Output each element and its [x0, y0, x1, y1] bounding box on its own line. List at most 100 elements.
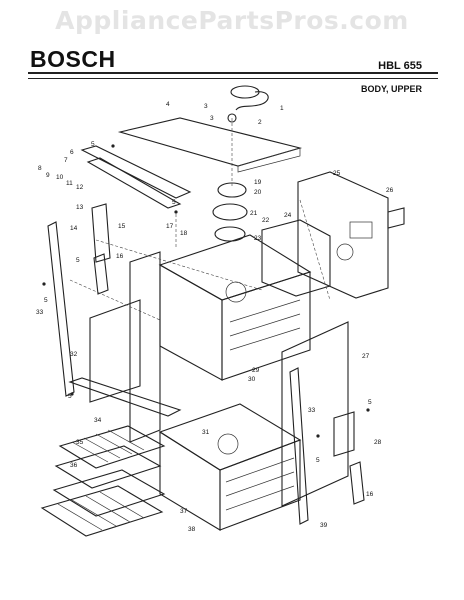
- oven-rack-35: [54, 445, 162, 489]
- side-bracket: [333, 411, 355, 457]
- callout-29: 29: [252, 367, 260, 374]
- callout-5f: 5: [368, 399, 372, 406]
- fitting-nut: [227, 113, 237, 123]
- callout-3b: 3: [210, 115, 214, 122]
- burner-ring: [214, 226, 246, 242]
- bottom-trim-bar: [68, 377, 182, 417]
- model-number: HBL 655: [378, 60, 422, 72]
- lower-rack-3: [225, 485, 295, 511]
- callout-9: 9: [46, 172, 50, 179]
- lower-rack-1: [225, 457, 295, 483]
- lower-rack-2: [225, 471, 295, 497]
- rack-wires: [57, 429, 145, 531]
- bracket: [387, 207, 405, 229]
- left-side-panel: [129, 251, 161, 443]
- callout-1: 1: [280, 105, 284, 112]
- lower-burner-outline: [217, 433, 239, 455]
- broil-pan-37: [52, 469, 166, 517]
- callout-30: 30: [248, 376, 256, 383]
- callout-5d: 5: [44, 297, 48, 304]
- callout-33b: 33: [308, 407, 316, 414]
- lower-cavity-side: [219, 439, 301, 531]
- rear-panel: [297, 171, 389, 299]
- callout-18: 18: [180, 230, 188, 237]
- callout-10: 10: [56, 174, 64, 181]
- callout-24: 24: [284, 212, 292, 219]
- section-title: BODY, UPPER: [360, 84, 422, 94]
- callout-26: 26: [386, 187, 394, 194]
- callout-7: 7: [64, 157, 68, 164]
- callout-8: 8: [38, 165, 42, 172]
- regulator-fitting: [230, 85, 260, 99]
- callout-20: 20: [254, 189, 262, 196]
- right-side-panel: [281, 321, 349, 507]
- callout-25: 25: [333, 170, 341, 177]
- callout-5g: 5: [316, 457, 320, 464]
- upper-burner-outline: [225, 281, 247, 303]
- callout-3: 3: [204, 103, 208, 110]
- callout-5e: 5: [68, 393, 72, 400]
- callout-35: 35: [76, 439, 84, 446]
- callout-33: 33: [36, 309, 44, 316]
- front-frame: [89, 299, 141, 403]
- callout-21: 21: [250, 210, 258, 217]
- screw-markers: [42, 144, 370, 438]
- callout-5: 5: [91, 141, 95, 148]
- lower-cavity-front: [159, 431, 221, 531]
- upper-rack-2: [229, 313, 301, 337]
- callout-17: 17: [166, 223, 174, 230]
- callout-19: 19: [254, 179, 262, 186]
- left-side-trim: [47, 221, 75, 397]
- callout-13: 13: [76, 204, 84, 211]
- callout-16b: 16: [366, 491, 374, 498]
- hinge-left: [93, 253, 109, 295]
- callout-4: 4: [166, 101, 170, 108]
- callout-labels: 1 2 3 3 4 5 6 7 8 9 10 11 12 13 14 15 16…: [36, 101, 394, 533]
- callout-12: 12: [76, 184, 84, 191]
- right-side-trim: [289, 367, 309, 525]
- burner-base: [212, 203, 248, 221]
- callout-14: 14: [70, 225, 78, 232]
- upper-rack-1: [229, 299, 301, 323]
- callout-11: 11: [66, 180, 73, 187]
- inner-back-panel: [261, 219, 331, 297]
- callout-34: 34: [94, 417, 102, 424]
- callout-39: 39: [320, 522, 328, 529]
- rear-panel-cutout: [349, 221, 373, 239]
- callout-28: 28: [374, 439, 382, 446]
- lower-cavity-top: [158, 403, 302, 471]
- callout-5b: 5: [172, 199, 176, 206]
- hinge-bracket: [91, 203, 111, 263]
- callout-22: 22: [262, 217, 270, 224]
- callout-27: 27: [362, 353, 370, 360]
- oven-rack-36: [58, 425, 166, 469]
- callout-5c: 5: [76, 257, 80, 264]
- gas-tube: [235, 91, 269, 111]
- assembly-line-1: [95, 239, 263, 291]
- brand-logo: BOSCH: [30, 46, 116, 72]
- callout-37: 37: [180, 508, 188, 515]
- oven-rack-38: [40, 485, 164, 537]
- hinge-right: [349, 461, 365, 505]
- callout-23: 23: [254, 235, 262, 242]
- header-rule-top: [28, 72, 438, 74]
- watermark-text: AppliancePartsPros.com: [55, 6, 409, 35]
- callout-2: 2: [258, 119, 262, 126]
- upper-cavity-top: [158, 234, 312, 301]
- callout-36: 36: [70, 462, 78, 469]
- assembly-line-3: [299, 199, 331, 301]
- upper-cavity-front: [159, 264, 223, 381]
- callout-32: 32: [70, 351, 78, 358]
- header-rule-bottom: [28, 78, 438, 79]
- callout-16: 16: [116, 253, 124, 260]
- front-trim-rail: [80, 145, 192, 199]
- rear-trim-rail: [86, 157, 182, 209]
- assembly-line-2: [69, 279, 161, 321]
- rear-panel-port: [336, 243, 354, 261]
- upper-rack-3: [229, 327, 301, 351]
- callout-31: 31: [202, 429, 210, 436]
- callout-38: 38: [188, 526, 196, 533]
- top-cover-panel: [117, 117, 303, 167]
- upper-cavity-side: [221, 271, 311, 381]
